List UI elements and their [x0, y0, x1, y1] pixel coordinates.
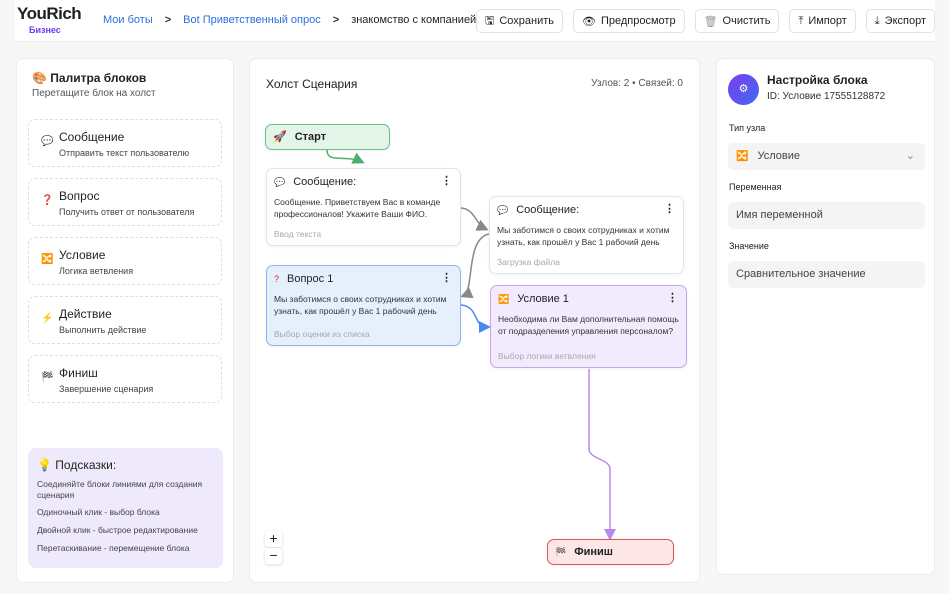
- checkered-flag-icon: 🏁: [41, 372, 54, 383]
- canvas-title: Холст Сценария: [266, 77, 358, 91]
- chevron-right-icon: >: [164, 14, 172, 26]
- tip: Соединяйте блоки линиями для создания сц…: [37, 479, 203, 500]
- save-button[interactable]: 🖫Сохранить: [475, 9, 563, 33]
- edge-start-msg1: [326, 149, 365, 164]
- node-question-1[interactable]: ?Вопрос 1⋮Мы заботимся о своих сотрудник…: [266, 265, 461, 346]
- import-button[interactable]: ⤒Импорт: [789, 9, 856, 33]
- node-finish[interactable]: 🏁Финиш: [547, 539, 674, 565]
- trash-icon: 🗑: [703, 15, 718, 28]
- preview-button[interactable]: 👁Предпросмотр: [573, 9, 685, 33]
- node-start[interactable]: 🚀Старт: [265, 124, 390, 150]
- edge-q1-cond1: [460, 304, 491, 333]
- top-bar: YouRich Бизнес Мои боты > Bot Приветстве…: [15, 0, 935, 42]
- tip: Одиночный клик - выбор блока: [37, 507, 160, 518]
- speech-bubble-icon: 💬: [274, 177, 286, 187]
- tip: Перетаскивание - перемещение блока: [37, 542, 190, 553]
- node-message-2[interactable]: 💬Сообщение:⋮Мы заботимся о своих сотрудн…: [489, 196, 684, 274]
- shuffle-icon: 🔀: [498, 294, 510, 304]
- zoom-in-button[interactable]: +: [265, 531, 282, 547]
- node-condition-1[interactable]: 🔀Условие 1⋮Необходима ли Вам дополнитель…: [490, 285, 687, 368]
- question-icon: ❓: [41, 195, 54, 206]
- more-menu-icon[interactable]: ⋮: [667, 292, 678, 304]
- logo[interactable]: YouRich: [17, 4, 82, 23]
- settings-title: Настройка блока: [767, 73, 868, 87]
- variable-label: Переменная: [729, 182, 782, 192]
- question-icon: ?: [274, 274, 280, 284]
- toolbar: 🖫Сохранить 👁Предпросмотр 🗑Очистить ⤒Импо…: [475, 9, 935, 33]
- node-type-select[interactable]: 🔀 Условие⌄: [728, 143, 925, 170]
- node-type-label: Тип узла: [729, 123, 766, 133]
- export-button[interactable]: ⤓Экспорт: [865, 9, 935, 33]
- gear-icon: ⚙: [728, 74, 759, 105]
- tips-title: 💡 Подсказки:: [37, 458, 117, 472]
- breadcrumb-bot[interactable]: Bot Приветственный опрос: [183, 14, 321, 26]
- eye-icon: 👁: [582, 15, 596, 28]
- checkered-flag-icon: 🏁: [555, 547, 567, 557]
- edge-msg1-msg2: [460, 207, 489, 231]
- zoom-out-button[interactable]: −: [265, 548, 282, 564]
- download-icon: ⤓: [874, 14, 880, 27]
- palette-subtitle: Перетащите блок на холст: [32, 88, 156, 99]
- value-label: Значение: [729, 241, 769, 251]
- speech-bubble-icon: 💬: [497, 205, 509, 215]
- connections: [326, 149, 616, 541]
- value-input[interactable]: Сравнительное значение: [728, 261, 925, 288]
- node-message-1[interactable]: 💬Сообщение:⋮Сообщение. Приветствуем Вас …: [266, 168, 461, 246]
- lightning-icon: ⚡: [41, 313, 54, 324]
- breadcrumb-my-bots[interactable]: Мои боты: [103, 14, 153, 26]
- tips-box: 💡 Подсказки: Соединяйте блоки линиями дл…: [28, 448, 223, 568]
- upload-icon: ⤒: [798, 14, 804, 27]
- scenario-canvas[interactable]: Холст Сценария Узлов: 2 • Связей: 0 🚀Ста…: [249, 58, 700, 583]
- logo-subtitle: Бизнес: [29, 25, 61, 35]
- block-settings: ⚙ Настройка блока ID: Условие 1755512887…: [716, 58, 935, 575]
- canvas-stats: Узлов: 2 • Связей: 0: [591, 78, 683, 89]
- chevron-down-icon: ⌄: [905, 150, 915, 162]
- lightbulb-icon: 💡: [37, 458, 52, 472]
- tip: Двойной клик - быстрое редактирование: [37, 524, 198, 535]
- shuffle-icon: 🔀: [41, 254, 54, 265]
- breadcrumb-current: знакомство с компанией: [351, 14, 477, 26]
- breadcrumb: Мои боты > Bot Приветственный опрос > зн…: [103, 14, 476, 26]
- block-palette: 🎨 Палитра блоков Перетащите блок на холс…: [16, 58, 234, 583]
- save-icon: 🖫: [484, 14, 495, 27]
- edge-cond1-finish: [588, 369, 616, 541]
- more-menu-icon[interactable]: ⋮: [664, 203, 675, 215]
- rocket-icon: 🚀: [273, 131, 287, 143]
- edge-msg2-q1: [460, 233, 490, 299]
- clear-button[interactable]: 🗑Очистить: [694, 9, 780, 33]
- shuffle-icon: 🔀: [736, 151, 749, 162]
- palette-icon: 🎨: [32, 71, 47, 85]
- more-menu-icon[interactable]: ⋮: [441, 272, 452, 284]
- variable-input[interactable]: Имя переменной: [728, 202, 925, 229]
- palette-title: 🎨 Палитра блоков: [32, 71, 147, 85]
- speech-bubble-icon: 💬: [41, 136, 54, 147]
- more-menu-icon[interactable]: ⋮: [441, 175, 452, 187]
- chevron-right-icon: >: [332, 14, 340, 26]
- block-id: ID: Условие 17555128872: [767, 91, 886, 102]
